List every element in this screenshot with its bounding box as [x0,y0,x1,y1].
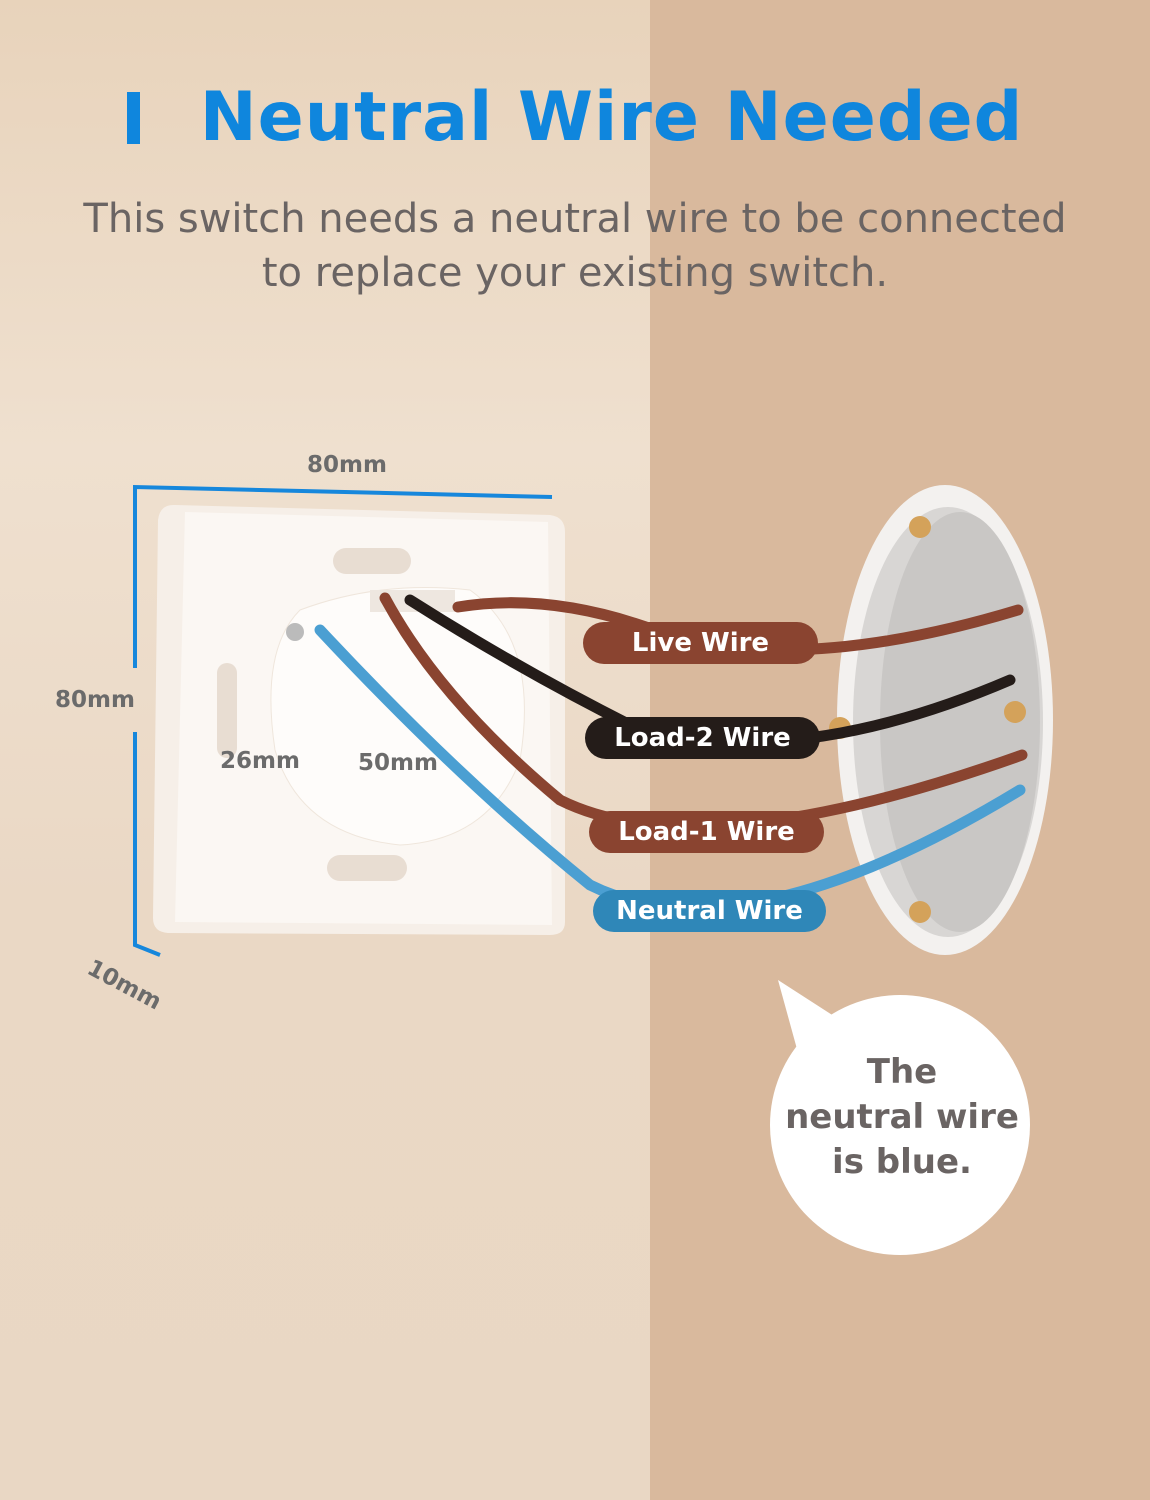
subtitle: This switch needs a neutral wire to be c… [0,192,1150,300]
load-1-wire [379,592,1028,832]
callout-line-2: neutral wire [785,1097,1019,1137]
title-text: Neutral Wire Needed [199,78,1024,157]
callout-line-3: is blue. [832,1142,972,1182]
width-dimension-label: 80mm [307,452,387,478]
module-diameter-label: 50mm [358,750,438,776]
module-depth-label: 26mm [220,748,300,774]
height-dimension-label: 80mm [55,687,135,713]
subtitle-line-1: This switch needs a neutral wire to be c… [83,196,1067,242]
speech-bubble [770,980,1030,1255]
callout-line-1: The [866,1052,938,1092]
callout-text: The neutral wire is blue. [772,1050,1032,1185]
load-1-wire-label: Load-1 Wire [589,811,824,853]
neutral-wire [314,624,1026,914]
title-accent-bar [126,92,140,144]
load-2-wire-label: Load-2 Wire [585,717,820,759]
subtitle-line-2: to replace your existing switch. [261,250,889,296]
switch-plate [153,504,565,935]
page-title: Neutral Wire Needed [0,78,1150,157]
wall-box [829,485,1053,955]
neutral-wire-label: Neutral Wire [593,890,826,932]
live-wire-label: Live Wire [583,622,818,664]
